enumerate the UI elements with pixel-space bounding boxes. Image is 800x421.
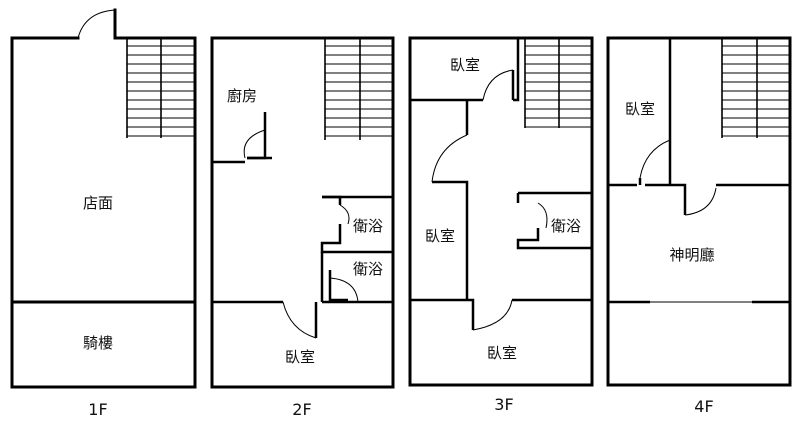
floor-3f-bottom-bedroom-door (472, 299, 513, 331)
floor-4f-shrine-door (684, 187, 717, 216)
room-label-2f-bath-1: 衛浴 (353, 217, 383, 235)
room-label-3f-left-bedroom: 臥室 (425, 227, 455, 245)
floor-label-3f: 3F (494, 395, 513, 414)
floor-2f-bedroom-wall-right (314, 300, 393, 338)
floor-4f: 臥室 神明廳 4F (606, 36, 792, 416)
floor-4f-stairs (721, 38, 790, 138)
room-label-1f-arcade: 騎樓 (83, 334, 113, 352)
floor-3f-left-bedroom-wall (432, 180, 469, 300)
floor-3f-top-bedroom-door (482, 69, 514, 101)
floor-2f-bedroom-door (282, 301, 317, 339)
floor-2f-outer-wall (210, 36, 395, 389)
room-label-4f-shrine-hall: 神明廳 (669, 246, 714, 264)
floor-3f-bath-bottom (516, 228, 592, 250)
floor-2f-stairs (324, 38, 393, 140)
room-label-2f-kitchen: 廚房 (227, 87, 257, 105)
floor-1f-stairs (126, 38, 195, 138)
floor-2f-bath2-inner (328, 270, 348, 302)
room-label-3f-bottom-bedroom: 臥室 (487, 344, 517, 362)
floor-2f: 廚房 衛浴 衛浴 臥室 2F (210, 36, 395, 419)
room-label-3f-bath: 衛浴 (551, 217, 581, 235)
floor-1f-walls (10, 8, 197, 389)
floor-3f-left-bedroom-door (431, 134, 468, 183)
floor-3f-bath-door (537, 202, 548, 229)
floor-label-4f: 4F (694, 397, 713, 416)
room-label-2f-bedroom: 臥室 (285, 348, 315, 366)
floor-4f-bedroom-door (639, 139, 671, 179)
floor-3f-stairs (524, 38, 592, 128)
floor-label-1f: 1F (88, 400, 107, 419)
floor-3f-bottom-bedroom-wall-left (410, 298, 475, 330)
floor-2f-kitchen-door (243, 129, 266, 159)
floor-4f-bedroom-bottom (638, 178, 687, 215)
floor-3f-top-bedroom-right (513, 38, 520, 102)
floor-3f: 臥室 臥室 衛浴 臥室 3F (408, 36, 594, 414)
room-label-2f-bath-2: 衛浴 (353, 260, 383, 278)
floor-2f-kitchen-partition (247, 112, 267, 160)
floor-3f-outer-wall (408, 36, 594, 387)
floor-2f-bath2-door (329, 277, 359, 303)
floor-4f-outer-wall (606, 36, 792, 387)
room-label-4f-bedroom: 臥室 (625, 100, 655, 118)
floor-2f-bath1-door (339, 204, 350, 225)
room-label-3f-top-bedroom: 臥室 (450, 56, 480, 74)
floor-2f-bath-middle-wall (320, 224, 393, 254)
floor-3f-bath-top (516, 191, 592, 203)
floor-1f-door (77, 9, 116, 39)
floor-label-2f: 2F (292, 400, 311, 419)
floor-1f: 店面 騎樓 1F (10, 8, 197, 419)
room-label-1f-shop: 店面 (83, 194, 113, 212)
